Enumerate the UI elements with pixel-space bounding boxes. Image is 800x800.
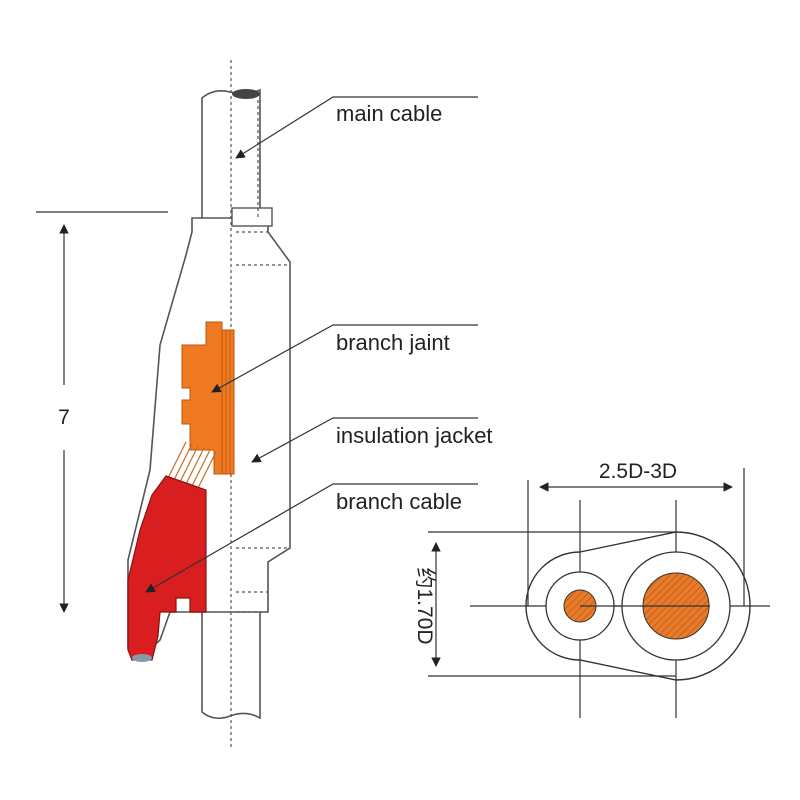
main-cable-bottom <box>201 609 261 720</box>
leader-lines <box>145 96 478 593</box>
branch-cable <box>127 475 207 661</box>
outer-sheath <box>525 531 751 681</box>
label-branch-cable: branch cable <box>336 489 462 514</box>
cable-assembly <box>127 60 291 750</box>
main-cable-end <box>232 89 260 99</box>
length-dimension: 7 <box>36 211 168 613</box>
height-dimension-label: 约1.70D <box>413 567 436 644</box>
label-insulation-jacket: insulation jacket <box>336 423 493 448</box>
width-dimension-label: 2.5D-3D <box>599 460 677 483</box>
cross-section: 2.5D-3D 约1.70D <box>413 460 770 718</box>
label-main-cable: main cable <box>336 101 442 126</box>
collar-ring <box>231 207 273 227</box>
branch-joint <box>181 321 235 475</box>
label-branch-joint: branch jaint <box>336 330 450 355</box>
branch-strands <box>167 441 217 489</box>
length-dimension-label: 7 <box>58 406 70 429</box>
branch-cable-tip <box>132 654 152 662</box>
